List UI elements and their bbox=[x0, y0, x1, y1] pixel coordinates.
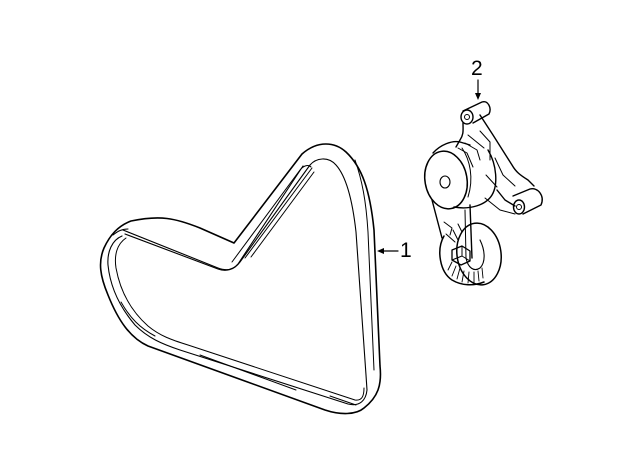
belt-tensioner[interactable] bbox=[420, 101, 543, 288]
callout-label-2: 2 bbox=[471, 57, 483, 80]
callout-1-leader bbox=[377, 248, 399, 254]
callout-2-leader bbox=[475, 79, 481, 100]
serpentine-belt[interactable] bbox=[99, 143, 382, 415]
callout-label-1: 1 bbox=[400, 239, 412, 262]
